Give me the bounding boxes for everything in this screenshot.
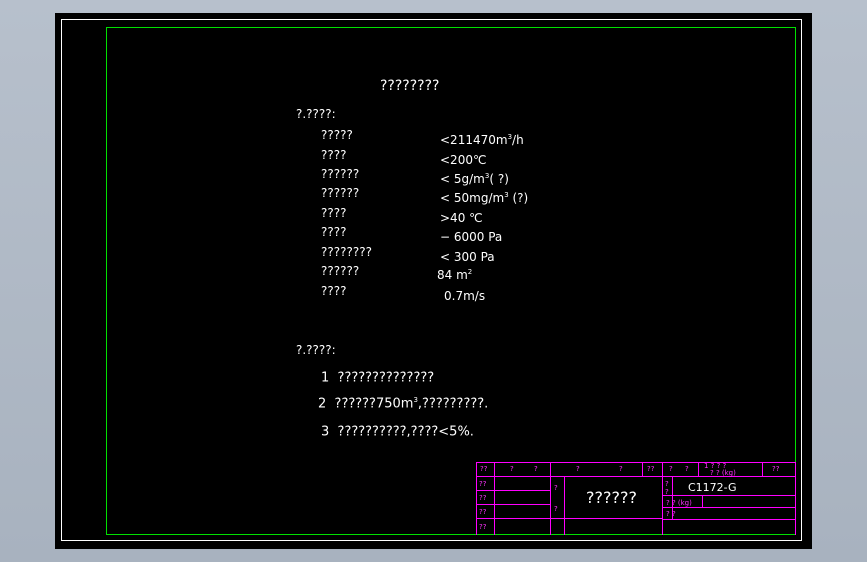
drawing-frame xyxy=(106,27,796,535)
param-name: ???????? xyxy=(321,245,372,259)
param-value: < 50mg/m3 (?) xyxy=(440,191,529,205)
param-value: <200℃ xyxy=(440,153,487,167)
note-item: 3 ??????????,????<5%. xyxy=(321,424,474,440)
tb-mid-mark: ? xyxy=(554,505,558,513)
tb-left-row: ?? xyxy=(479,523,487,531)
tb-header-cell: ?? xyxy=(480,465,488,473)
tb-right-label: ? xyxy=(665,480,669,488)
param-name: ???? xyxy=(321,284,347,298)
tb-header-cell: 1 ? ? ? xyxy=(704,462,727,470)
tb-left-row: ?? xyxy=(479,508,487,516)
tb-left-row: ?? xyxy=(479,480,487,488)
tb-header-cell: ? xyxy=(619,465,623,473)
drawing-title: ???????? xyxy=(380,78,440,94)
title-block: ?? ? ? ? ? ?? ? ? 1 ? ? ? ? ? (kg) ?? ??… xyxy=(476,462,796,535)
param-value: >40 ℃ xyxy=(440,211,483,225)
param-name: ???? xyxy=(321,225,347,239)
param-value: < 300 Pa xyxy=(440,250,495,264)
tb-header-cell: ? xyxy=(534,465,538,473)
tb-header-sub: ? ? (kg) xyxy=(710,469,736,477)
tb-right-label: ? ? xyxy=(666,510,676,518)
param-name: ???? xyxy=(321,148,347,162)
param-name: ?????? xyxy=(321,186,360,200)
tb-header-cell: ? xyxy=(510,465,514,473)
tb-header-cell: ? xyxy=(685,465,689,473)
param-name: ?????? xyxy=(321,264,360,278)
param-value: < 5g/m3( ?) xyxy=(440,172,509,186)
param-value: 84 m2 xyxy=(437,268,473,282)
tb-mid-mark: ? xyxy=(554,484,558,492)
param-value: <211470m3/h xyxy=(440,133,524,147)
section2-heading: ?.????: xyxy=(296,343,336,357)
outer-border xyxy=(61,19,802,541)
param-value: 0.7m/s xyxy=(444,289,486,303)
tb-right-label: ? ? (kg) xyxy=(666,499,692,507)
tb-right-label: ? xyxy=(665,488,669,496)
tb-drawing-code: C1172-G xyxy=(688,481,737,494)
tb-header-cell: ?? xyxy=(772,465,780,473)
note-item: 2 ??????750m3,?????????. xyxy=(318,396,489,412)
tb-drawing-name: ?????? xyxy=(586,488,637,507)
param-name: ???? xyxy=(321,206,347,220)
tb-header-cell: ? xyxy=(669,465,673,473)
param-name: ?????? xyxy=(321,167,360,181)
section1-heading: ?.????: xyxy=(296,107,336,121)
param-value: − 6000 Pa xyxy=(440,230,503,244)
note-item: 1 ?????????????? xyxy=(321,370,435,386)
tb-left-row: ?? xyxy=(479,494,487,502)
param-name: ????? xyxy=(321,128,353,142)
tb-header-cell: ? xyxy=(576,465,580,473)
drawing-sheet: ???????? ?.????: ????? <211470m3/h ???? … xyxy=(55,13,812,549)
tb-header-cell: ?? xyxy=(647,465,655,473)
